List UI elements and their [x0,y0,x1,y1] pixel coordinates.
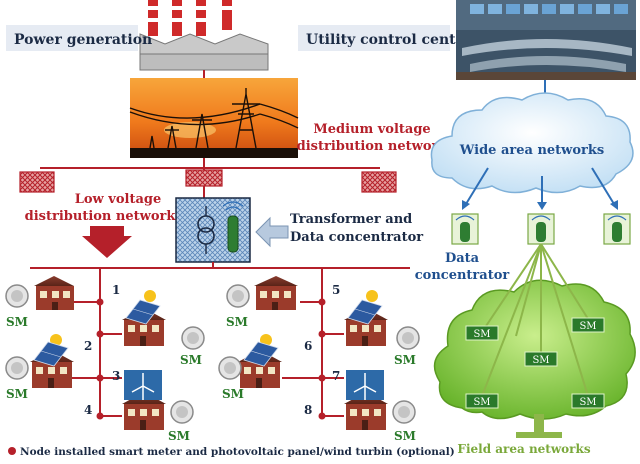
sm-label: SM [394,353,416,367]
node-number: 4 [84,403,92,417]
smart-meter-icon [5,284,29,308]
down-arrow-icon [82,226,132,258]
node-number: 6 [304,339,312,353]
wide-area-networks-label: Wide area networks [459,143,604,158]
node-dots [96,298,326,420]
node-number: 8 [304,403,312,417]
node-number: 1 [112,283,120,297]
data-concentrator-icon [451,213,479,245]
medium-voltage-label-line1: Medium voltage [313,122,430,137]
control-room-image [456,0,636,80]
legend-text: Node installed smart meter and photovolt… [20,446,455,458]
medium-voltage-label-line2: distribution network [297,139,449,154]
sm-label: SM [226,315,248,329]
legend-node-dot [8,447,16,455]
sm-label: SM [6,387,28,401]
sm-label: SM [168,429,190,443]
field-sm-box: SM [465,325,499,341]
data-concentrator-icon [603,213,631,245]
smart-meter-icon [392,400,416,424]
house-icon [30,350,74,388]
low-voltage-label-line1: Low voltage [75,192,161,207]
field-sm-box: SM [524,351,558,367]
sm-label: SM [222,387,244,401]
left-arrow-icon [255,216,289,248]
wide-area-cloud [430,92,634,194]
smart-meter-icon [170,400,194,424]
fan-links [481,243,591,397]
data-concentrator-icon [527,213,555,245]
wan-links [462,167,618,210]
wind-turbine-icon [346,370,384,400]
field-sm-box: SM [571,393,605,409]
field-sm-box: SM [465,393,499,409]
substation-right [361,171,397,193]
svg-text:SM: SM [473,397,490,408]
transformer-label-line2: Data concentrator [290,230,423,245]
house-icon [344,392,388,430]
solar-panel-icon [125,290,161,325]
svg-text:SM: SM [473,329,490,340]
smart-meter-icon [396,326,420,350]
sm-label: SM [6,315,28,329]
low-voltage-label-line2: distribution network [25,209,177,224]
smart-meter-icon [226,284,250,308]
solar-panel-icon [243,334,279,367]
power-plant-icon [139,0,269,71]
house-icon [34,276,74,310]
svg-text:SM: SM [579,321,596,332]
sm-label: SM [394,429,416,443]
utility-control-center-label: Utility control center [306,32,473,48]
low-voltage-grid [30,267,410,417]
power-generation-label-bg [6,25,138,51]
node-number: 2 [84,339,92,353]
solar-panel-icon [33,334,69,367]
substation-center [185,169,223,187]
house-icon [254,276,298,310]
transmission-lines-image [129,78,299,158]
smart-meter-icon [181,326,205,350]
smart-meter-icon [218,356,242,380]
field-sm-box: SM [571,317,605,333]
transformer-icon [175,197,251,263]
svg-text:SM: SM [532,355,549,366]
transformer-label-line1: Transformer and [290,212,412,227]
data-concentrator-label-line1: Data [445,251,480,266]
node-number: 3 [112,369,120,383]
smart-meter-icon [5,356,29,380]
sm-label: SM [180,353,202,367]
node-number: 7 [332,369,340,383]
field-area-networks-label: Field area networks [457,442,590,456]
utility-label-bg [298,25,450,51]
wind-turbine-icon [124,370,162,400]
solar-panel-icon [347,290,383,325]
substation-left [19,171,55,193]
data-concentrator-label-line2: concentrator [415,268,510,283]
svg-text:SM: SM [579,397,596,408]
power-generation-label: Power generation [14,32,152,48]
node-number: 5 [332,283,340,297]
